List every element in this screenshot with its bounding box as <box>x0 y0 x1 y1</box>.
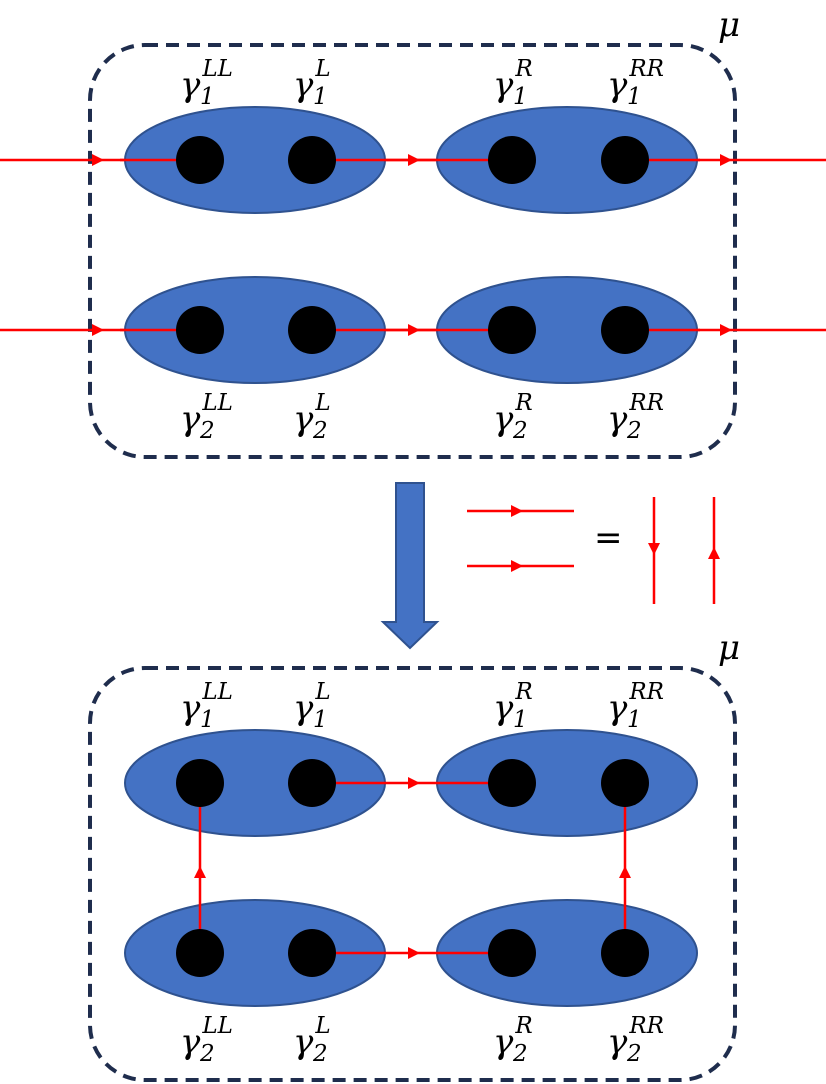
bottom-label-2LL: γLL <box>180 1013 233 1062</box>
top-label-1R-sub: 1 <box>513 84 528 110</box>
top-label-1R: γR <box>493 56 533 105</box>
arrowhead-up-icon <box>619 866 631 878</box>
arrowhead-right-icon <box>408 324 420 336</box>
top-label-2R-sub: 2 <box>512 418 528 444</box>
bottom-label-2R-sub: 2 <box>512 1041 528 1067</box>
bottom-label-2RR: γRR <box>607 1013 664 1062</box>
big-down-arrow-icon <box>380 482 440 650</box>
bottom-label-1L-sub: 1 <box>313 707 328 733</box>
top-dot-1R <box>488 136 536 184</box>
top-label-2L-sub: 2 <box>312 418 328 444</box>
arrowhead-right-icon <box>720 154 732 166</box>
top-dot-1L <box>288 136 336 184</box>
bottom-dot-1RR <box>601 759 649 807</box>
top-label-2LL-sub: 2 <box>199 418 215 444</box>
arrowhead-right-icon <box>720 324 732 336</box>
arrowhead-right-icon <box>408 154 420 166</box>
top-dot-1LL <box>176 136 224 184</box>
bottom-label-2LL-sub: 2 <box>199 1041 215 1067</box>
bottom-label-1LL-sub: 1 <box>200 707 215 733</box>
arrowhead-right-icon <box>511 560 523 572</box>
bottom-label-1RR: γRR <box>607 679 664 728</box>
top-dot-2L <box>288 306 336 354</box>
top-label-1L: γL <box>293 56 331 105</box>
transformation-arrow <box>380 482 440 650</box>
bottom-label-1R-sub: 1 <box>513 707 528 733</box>
top-label-1RR-sub: 1 <box>627 84 642 110</box>
top-label-1LL: γLL <box>180 56 233 105</box>
bottom-dot-2L <box>288 929 336 977</box>
top-dot-1RR <box>601 136 649 184</box>
top-dot-2RR <box>601 306 649 354</box>
top-label-1LL-sub: 1 <box>200 84 215 110</box>
top-label-1L-sub: 1 <box>313 84 328 110</box>
top-label-2LL: γLL <box>180 390 233 439</box>
top-dot-2LL <box>176 306 224 354</box>
bottom-panel: μ γLL 1 γL 1 γR 1 γRR 1 γLL 2 γL <box>88 628 740 1082</box>
bottom-label-1LL: γLL <box>180 679 233 728</box>
top-label-2L: γL <box>293 390 331 439</box>
arrowhead-right-icon <box>511 505 523 517</box>
bottom-mu-label: μ <box>718 628 740 668</box>
top-dot-2R <box>488 306 536 354</box>
bottom-label-2L: γL <box>293 1013 331 1062</box>
bottom-dot-1L <box>288 759 336 807</box>
arrowhead-right-icon <box>92 154 104 166</box>
top-label-1RR: γRR <box>607 56 664 105</box>
top-label-2R: γR <box>493 390 533 439</box>
top-label-2RR-sub: 2 <box>626 418 642 444</box>
arrowhead-right-icon <box>408 777 420 789</box>
bottom-dot-1LL <box>176 759 224 807</box>
equals-sign: = <box>594 518 623 558</box>
bottom-label-1L: γL <box>293 679 331 728</box>
top-panel: μ γLL 1 <box>0 5 826 459</box>
bottom-dot-2RR <box>601 929 649 977</box>
bottom-label-1RR-sub: 1 <box>627 707 642 733</box>
top-label-2RR: γRR <box>607 390 664 439</box>
arrowhead-right-icon <box>92 324 104 336</box>
arrowhead-right-icon <box>408 947 420 959</box>
bottom-label-2L-sub: 2 <box>312 1041 328 1067</box>
bottom-dot-2R <box>488 929 536 977</box>
bottom-label-2R: γR <box>493 1013 533 1062</box>
bottom-label-2RR-sub: 2 <box>626 1041 642 1067</box>
equivalence-legend: = <box>467 497 720 604</box>
bottom-dot-2LL <box>176 929 224 977</box>
arrowhead-up-icon <box>194 866 206 878</box>
arrowhead-up-icon <box>708 547 720 559</box>
bottom-dot-1R <box>488 759 536 807</box>
bottom-label-1R: γR <box>493 679 533 728</box>
top-mu-label: μ <box>718 5 740 45</box>
arrowhead-down-icon <box>648 543 660 555</box>
